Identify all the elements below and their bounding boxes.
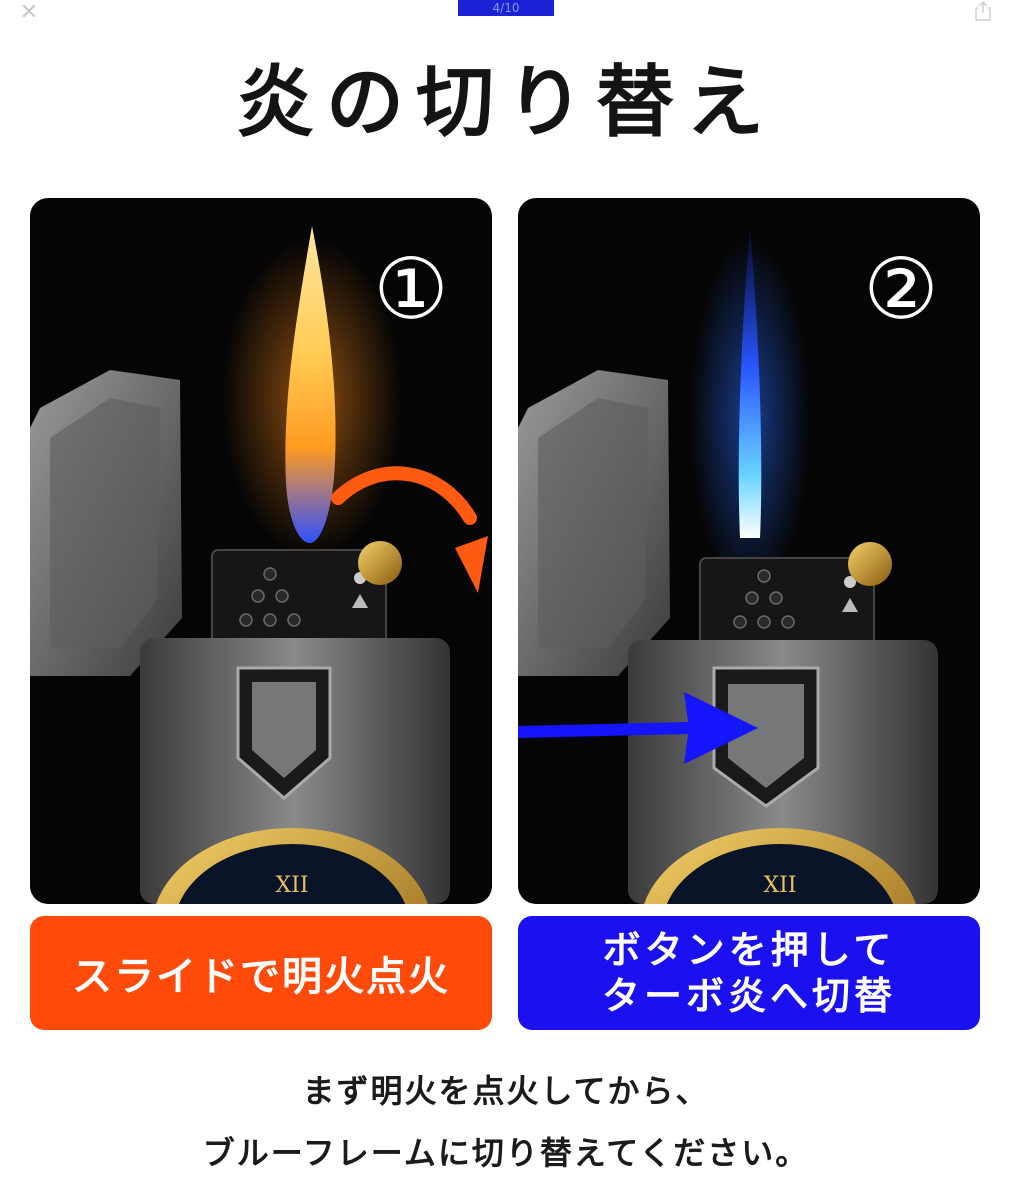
caption-text-line-1: ボタンを押して [602, 928, 896, 972]
lighter-illustration: XII [30, 226, 488, 904]
close-icon[interactable]: ✕ [19, 0, 39, 25]
chimney-holes [239, 567, 301, 627]
orange-flame-icon [285, 226, 336, 543]
caption-slide-ignite: スライドで明火点火 [30, 916, 492, 1030]
step-number: ① [373, 240, 449, 338]
lighter-illustration: XII [518, 228, 938, 904]
caption-text-line-2: ターボ炎へ切替 [601, 974, 896, 1018]
blue-jet-flame-icon [738, 228, 762, 538]
chimney-holes [733, 569, 795, 629]
caption-text: スライドで明火点火 [72, 954, 450, 1000]
flint-wheel [358, 541, 402, 585]
svg-text:XII: XII [763, 873, 796, 898]
share-icon[interactable] [972, 0, 994, 22]
step-number: ② [863, 240, 939, 338]
curved-arrow-icon [331, 466, 477, 525]
svg-text:XII: XII [275, 873, 308, 898]
flame-mode-panel-2: XII ② [518, 198, 980, 904]
page-title: 炎の切り替え [235, 57, 776, 148]
viewer-top-bar: ✕ 4/10 [0, 0, 1012, 28]
caption-turbo-switch: ボタンを押して ターボ炎へ切替 [518, 916, 980, 1030]
push-arrow-icon [518, 692, 758, 764]
instruction-line-2: ブルーフレームに切り替えてください。 [202, 1134, 810, 1172]
page-indicator: 4/10 [458, 0, 554, 16]
flint-wheel [848, 542, 892, 586]
instruction-text: まず明火を点火してから、 ブルーフレームに切り替えてください。 [0, 1060, 1012, 1184]
instruction-line-1: まず明火を点火してから、 [302, 1072, 710, 1110]
flame-mode-panel-1: XII ① [30, 198, 492, 904]
